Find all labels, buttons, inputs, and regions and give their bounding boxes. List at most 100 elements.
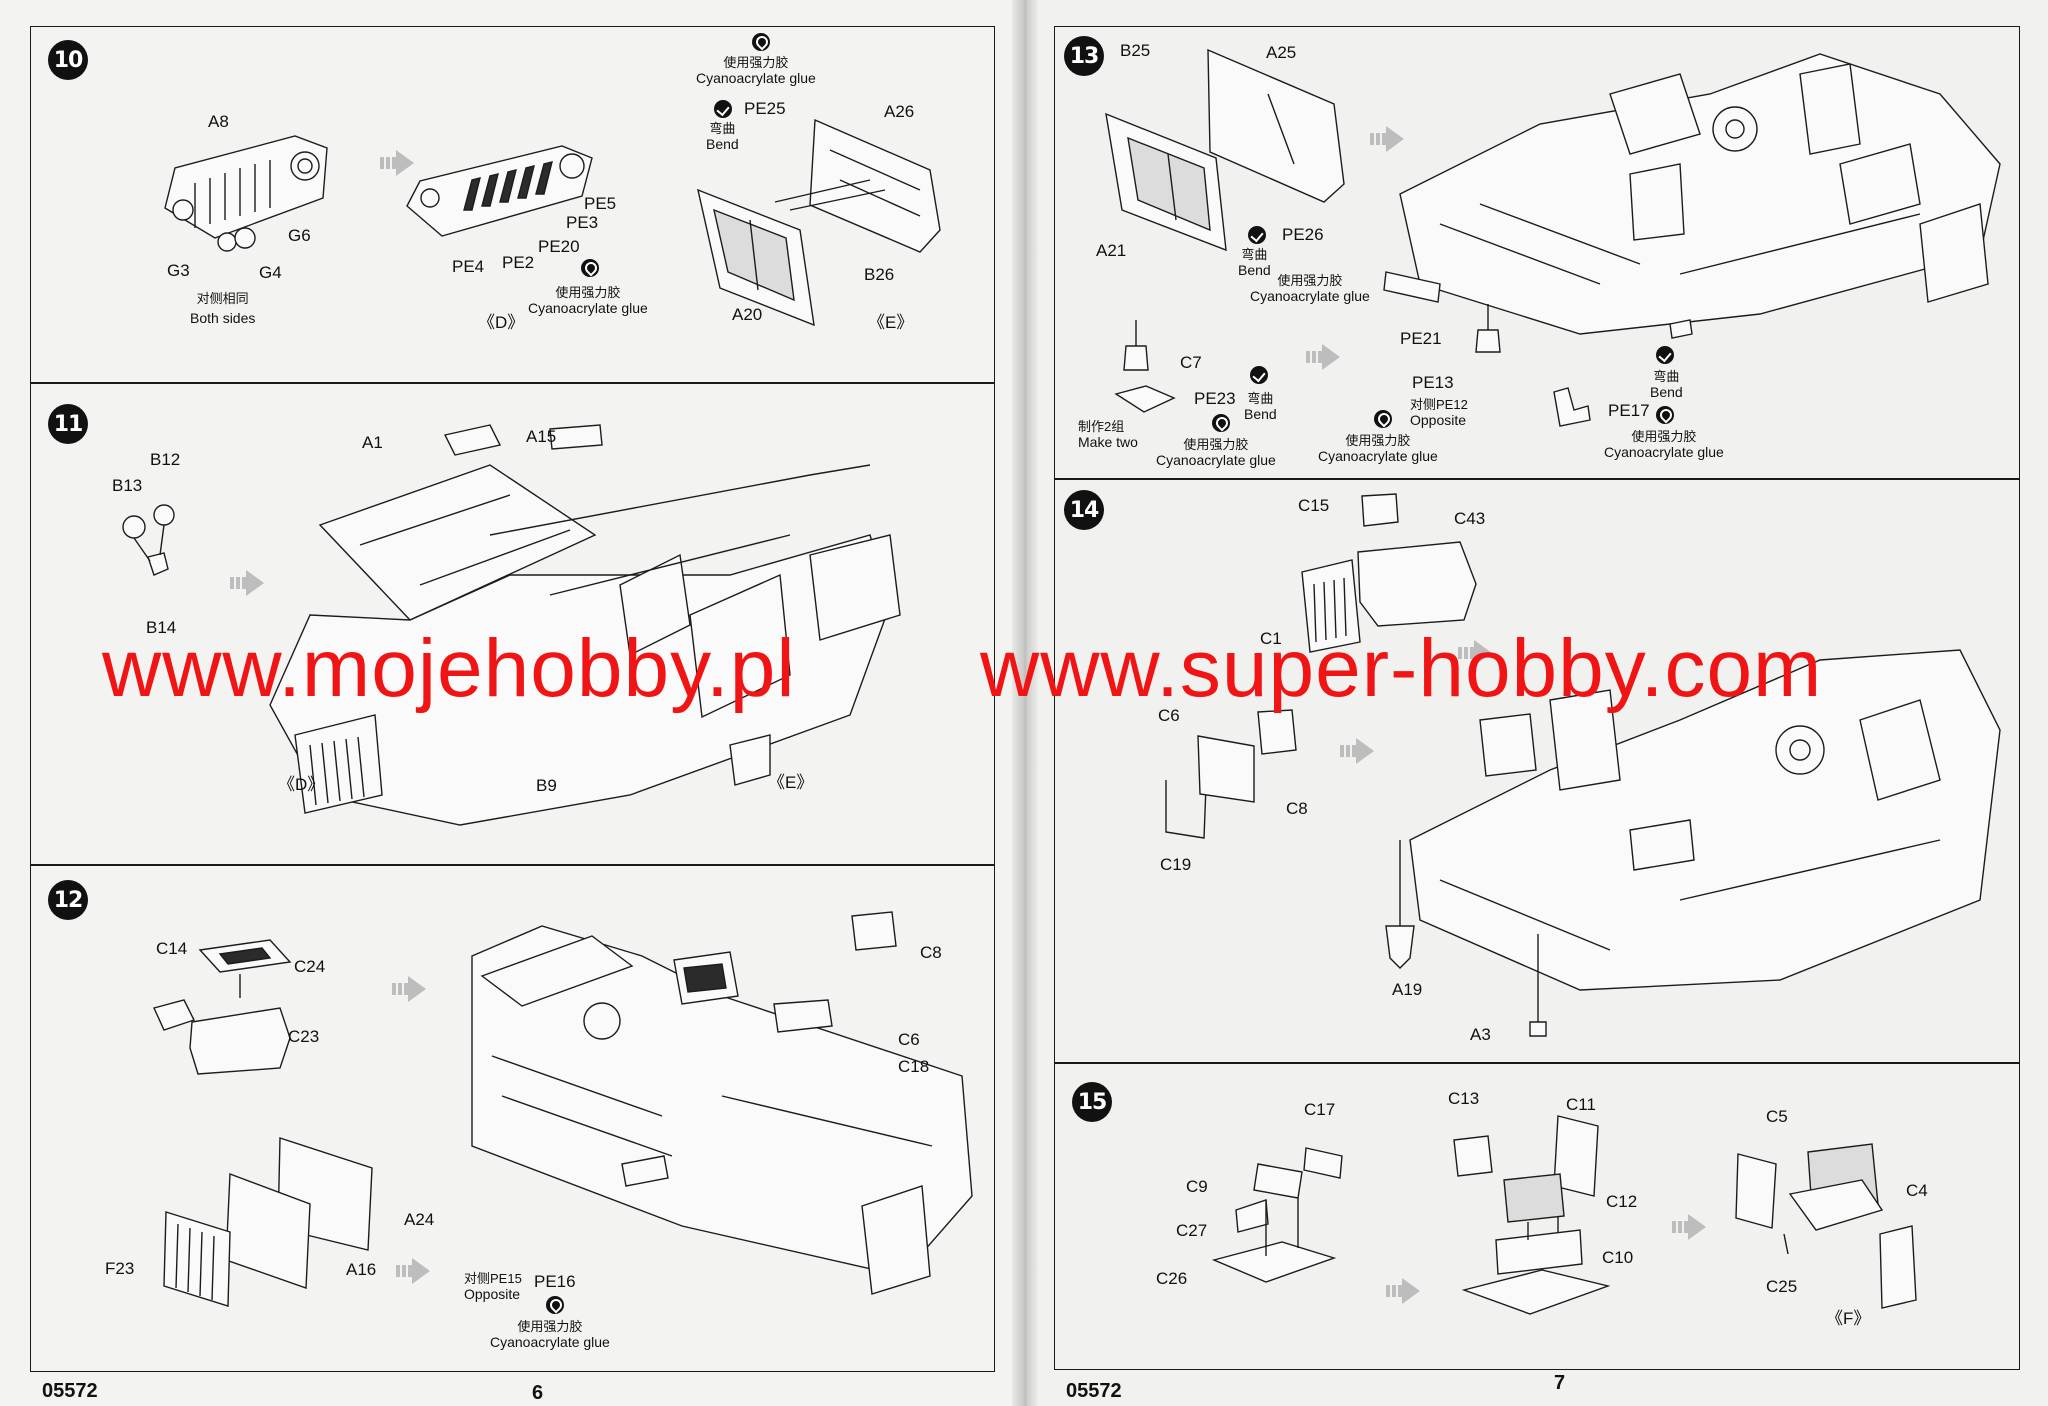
opposite-pe12-en: Opposite xyxy=(1410,412,1467,429)
label-pe5: PE5 xyxy=(584,194,617,213)
sub-assembly-e: 《E》 xyxy=(868,313,914,332)
pe21-plate-drawing xyxy=(1383,271,1441,303)
label-pe4: PE4 xyxy=(452,257,485,276)
make-two-en: Make two xyxy=(1078,434,1138,451)
step-13-arrow-1 xyxy=(1370,126,1404,152)
page-gutter xyxy=(1012,0,1038,1406)
glue-note-13b: 使用强力胶 Cyanoacrylate glue xyxy=(1156,437,1276,469)
label-c7: C7 xyxy=(1180,353,1202,372)
label-a8: A8 xyxy=(208,112,229,131)
opposite-pe15-cn: 对侧PE15 xyxy=(464,1271,522,1286)
glue-note-13b-en: Cyanoacrylate glue xyxy=(1156,452,1276,469)
box-c10-c13-drawing xyxy=(1453,1115,1611,1315)
glue-icon xyxy=(1656,406,1674,424)
bend-icon xyxy=(1250,366,1268,384)
glue-note-2-cn: 使用强力胶 xyxy=(723,55,789,70)
door-e-drawing xyxy=(697,118,941,327)
label-c4: C4 xyxy=(1906,1181,1928,1200)
label-b26: B26 xyxy=(864,265,895,284)
label-c43: C43 xyxy=(1454,509,1486,528)
bend-note-13b: 弯曲 Bend xyxy=(1244,391,1277,422)
label-c25: C25 xyxy=(1766,1277,1798,1296)
step-13-number: 13 xyxy=(1064,36,1104,76)
label-a1: A1 xyxy=(362,433,383,452)
label-c24: C24 xyxy=(294,957,326,976)
label-f23: F23 xyxy=(105,1259,135,1278)
step-14-panel xyxy=(1054,478,2020,1064)
label-c9: C9 xyxy=(1186,1177,1208,1196)
glue-icon xyxy=(546,1296,564,1314)
bend-note-13b-cn: 弯曲 xyxy=(1247,391,1274,406)
bend-note-13-cn: 弯曲 xyxy=(1241,247,1268,262)
seat-c14-c23-c24-drawing xyxy=(153,939,292,1075)
watermark-left: www.mojehobby.pl xyxy=(102,623,796,714)
glue-icon xyxy=(1212,414,1230,432)
glue-note-13d-en: Cyanoacrylate glue xyxy=(1604,444,1724,461)
opposite-pe12-cn: 对侧PE12 xyxy=(1410,397,1468,412)
glue-note-1: 使用强力胶 Cyanoacrylate glue xyxy=(528,285,648,317)
label-a25: A25 xyxy=(1266,43,1297,62)
label-a20: A20 xyxy=(732,305,763,324)
label-c18: C18 xyxy=(898,1057,930,1076)
step-12-number: 12 xyxy=(48,880,88,920)
label-a24: A24 xyxy=(404,1210,435,1229)
hull-assembly-step13-drawing xyxy=(1399,53,2001,339)
sub-assembly-d: 《D》 xyxy=(478,313,525,332)
right-catalog-number: 05572 xyxy=(1066,1380,1122,1402)
seat-c1-c15-c43-drawing xyxy=(1301,493,1477,653)
label-g3: G3 xyxy=(167,261,190,280)
label-c14: C14 xyxy=(156,939,188,958)
right-page-number: 7 xyxy=(1554,1372,1566,1394)
sub-assembly-f: 《F》 xyxy=(1826,1309,1871,1328)
part-a3-drawing xyxy=(1529,934,1547,1037)
grille-pe-insert-drawing xyxy=(406,145,593,237)
label-b14: B14 xyxy=(146,618,177,637)
label-c11: C11 xyxy=(1566,1095,1596,1114)
label-c8-14: C8 xyxy=(1286,799,1308,818)
label-g4: G4 xyxy=(259,263,282,282)
make-two-note: 制作2组 Make two xyxy=(1078,419,1138,451)
opposite-pe15-en: Opposite xyxy=(464,1286,521,1303)
label-a16: A16 xyxy=(346,1260,377,1279)
label-pe26: PE26 xyxy=(1282,225,1324,244)
door-a21-drawing xyxy=(1105,48,1345,252)
grille-a8-drawing xyxy=(164,135,328,239)
glue-note-2-en: Cyanoacrylate glue xyxy=(696,70,816,87)
hull-assembly-step11-drawing xyxy=(269,424,901,826)
shovel-a19-drawing xyxy=(1385,840,1415,969)
label-pe20: PE20 xyxy=(538,237,580,256)
bracket-pe17-drawing xyxy=(1553,387,1591,427)
label-c19: C19 xyxy=(1160,855,1192,874)
label-c1: C1 xyxy=(1260,629,1282,648)
glue-note-3-en: Cyanoacrylate glue xyxy=(490,1334,610,1351)
glue-note-13b-cn: 使用强力胶 xyxy=(1183,437,1249,452)
bend-icon xyxy=(1656,346,1674,364)
hull-assembly-step14-drawing xyxy=(1409,649,2001,991)
glue-note-13d: 使用强力胶 Cyanoacrylate glue xyxy=(1604,429,1724,461)
step-13-arrow-2 xyxy=(1306,344,1340,370)
step-14-arrow-2 xyxy=(1458,640,1492,666)
label-pe13: PE13 xyxy=(1412,373,1454,392)
glue-note-1-en: Cyanoacrylate glue xyxy=(528,300,648,317)
label-c17: C17 xyxy=(1304,1100,1336,1119)
label-c15: C15 xyxy=(1298,496,1330,515)
glue-icon xyxy=(1374,410,1392,428)
step-10-number: 10 xyxy=(48,40,88,80)
step-12-arrow-2 xyxy=(396,1258,430,1284)
box-f-c4-c5-c25-drawing xyxy=(1735,1143,1917,1309)
sub-assembly-d-ref: 《D》 xyxy=(278,775,325,794)
glue-note-13d-cn: 使用强力胶 xyxy=(1631,429,1697,444)
opposite-pe15-note: 对侧PE15 Opposite xyxy=(464,1271,522,1303)
label-c6: C6 xyxy=(898,1030,920,1049)
step-15-number: 15 xyxy=(1072,1082,1112,1122)
label-a21: A21 xyxy=(1096,241,1127,260)
bend-note-13c-en: Bend xyxy=(1650,384,1683,401)
label-b9: B9 xyxy=(536,776,557,795)
label-a3: A3 xyxy=(1470,1025,1491,1044)
label-c13: C13 xyxy=(1448,1089,1480,1108)
label-c10: C10 xyxy=(1602,1248,1634,1267)
label-pe25: PE25 xyxy=(744,99,786,118)
watermark-right: www.super-hobby.com xyxy=(980,623,1823,714)
step-13-panel xyxy=(1054,26,2020,480)
opposite-pe12-note: 对侧PE12 Opposite xyxy=(1410,397,1468,429)
